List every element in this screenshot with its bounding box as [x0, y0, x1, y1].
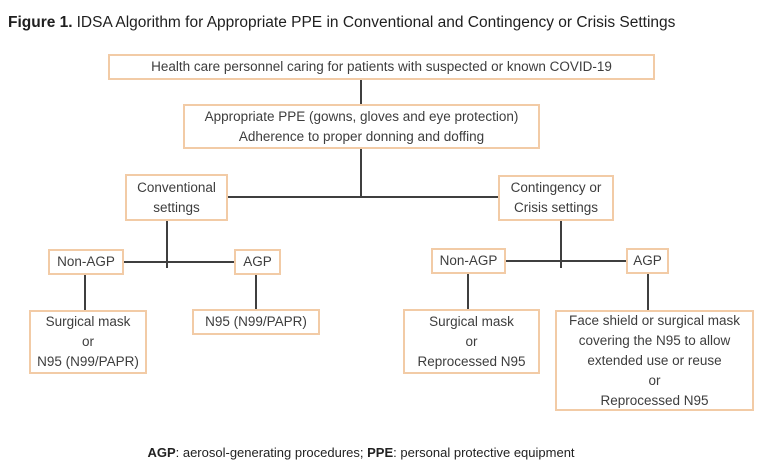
connector-conventional-sub-horizontal [122, 261, 236, 263]
node-contingency-agp: AGP [626, 248, 669, 274]
connector-cont-nonagp-to-result [467, 274, 469, 310]
abbr-ppe: PPE [367, 445, 394, 460]
abbr-ppe-definition: : personal protective equipment [393, 445, 575, 460]
connector-contingency-down [560, 221, 562, 268]
connector-conv-nonagp-to-result [84, 275, 86, 311]
connector-cont-agp-to-result [647, 274, 649, 311]
figure-title: Figure 1.IDSA Algorithm for Appropriate … [8, 13, 766, 32]
node-health-care-personnel: Health care personnel caring for patient… [108, 54, 655, 80]
connector-conventional-down [166, 221, 168, 268]
abbreviation-footnote: AGP: aerosol-generating procedures; PPE:… [0, 445, 722, 461]
connector-root-to-ppe [360, 80, 362, 104]
node-contingency-crisis-settings: Contingency or Crisis settings [498, 175, 614, 221]
abbr-agp-definition: : aerosol-generating procedures; [175, 445, 368, 460]
node-result-n95-n99-papr: N95 (N99/PAPR) [192, 309, 320, 335]
node-result-surgical-mask-or-reprocessed-n95: Surgical mask or Reprocessed N95 [403, 309, 540, 374]
connector-conv-agp-to-result [255, 275, 257, 310]
node-conventional-settings: Conventional settings [125, 174, 228, 221]
connector-ppe-to-branch [360, 149, 362, 197]
node-appropriate-ppe: Appropriate PPE (gowns, gloves and eye p… [183, 104, 540, 149]
figure-title-text: IDSA Algorithm for Appropriate PPE in Co… [76, 14, 676, 31]
node-conventional-non-agp: Non-AGP [48, 249, 124, 275]
abbr-agp: AGP [147, 445, 176, 460]
node-conventional-agp: AGP [234, 249, 281, 275]
node-contingency-non-agp: Non-AGP [431, 248, 506, 274]
connector-contingency-sub-horizontal [504, 260, 628, 262]
node-result-surgical-mask-or-n95: Surgical mask or N95 (N99/PAPR) [29, 310, 147, 374]
connector-main-branch-horizontal [226, 196, 500, 198]
figure-title-prefix: Figure 1. [8, 14, 73, 31]
node-result-face-shield-extended-use: Face shield or surgical mask covering th… [555, 310, 754, 411]
